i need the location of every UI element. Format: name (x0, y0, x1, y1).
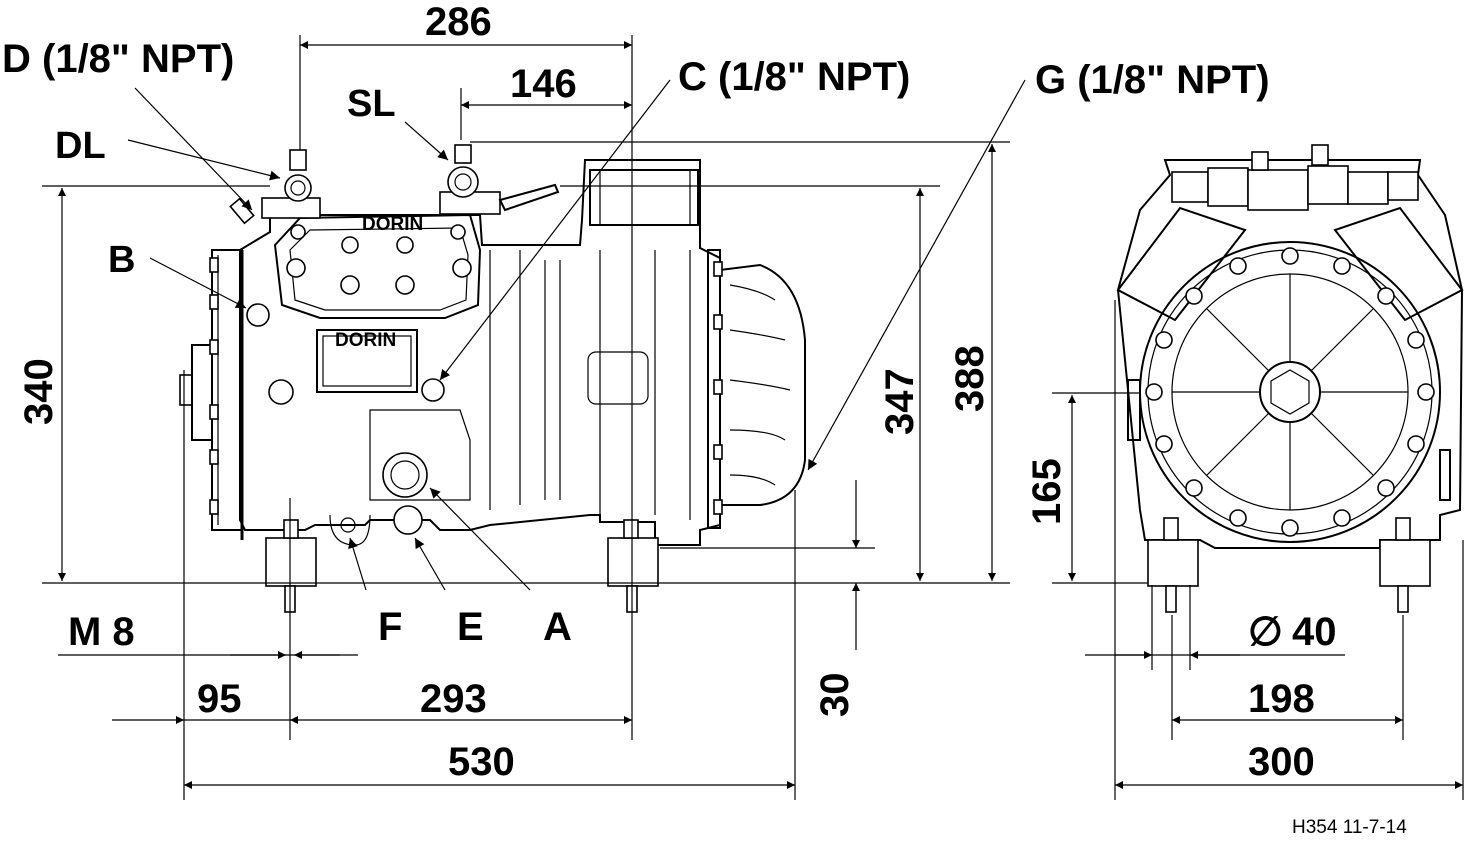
drawing-code: H354 11-7-14 (1292, 817, 1407, 838)
label-e: E (457, 605, 484, 649)
text-labels: D (1/8" NPT) DL SL B C (1/8" NPT) G (1/8… (2, 0, 1407, 838)
diameter-symbol: ∅ (1248, 610, 1283, 654)
dim-530: 530 (448, 740, 515, 784)
dim-165: 165 (1025, 458, 1069, 525)
label-f: F (378, 605, 402, 649)
dim-347: 347 (878, 368, 922, 435)
dim-286: 286 (425, 0, 492, 44)
label-a: A (543, 605, 572, 649)
front-view (1116, 144, 1464, 613)
dim-293: 293 (420, 677, 487, 721)
label-c: C (1/8" NPT) (678, 55, 910, 99)
dimension-lines (58, 41, 1463, 789)
nameplate-brand-text: DORIN (335, 330, 396, 351)
dim-340: 340 (17, 358, 61, 425)
label-dl: DL (55, 125, 106, 167)
dim-146: 146 (510, 62, 577, 106)
label-sl: SL (347, 83, 396, 125)
dim-95: 95 (197, 677, 242, 721)
dim-30: 30 (813, 673, 857, 718)
dim-300: 300 (1248, 740, 1315, 784)
label-b: B (108, 239, 135, 281)
side-view: DORIN DORIN (179, 144, 806, 613)
dim-388: 388 (948, 345, 992, 412)
leader-lines (127, 79, 1026, 591)
label-g: G (1/8" NPT) (1035, 58, 1270, 102)
head-brand-text: DORIN (362, 214, 423, 235)
label-d: D (1/8" NPT) (2, 37, 234, 81)
dim-40: 40 (1292, 610, 1337, 654)
dim-198: 198 (1248, 677, 1315, 721)
label-m8: M 8 (68, 610, 135, 654)
